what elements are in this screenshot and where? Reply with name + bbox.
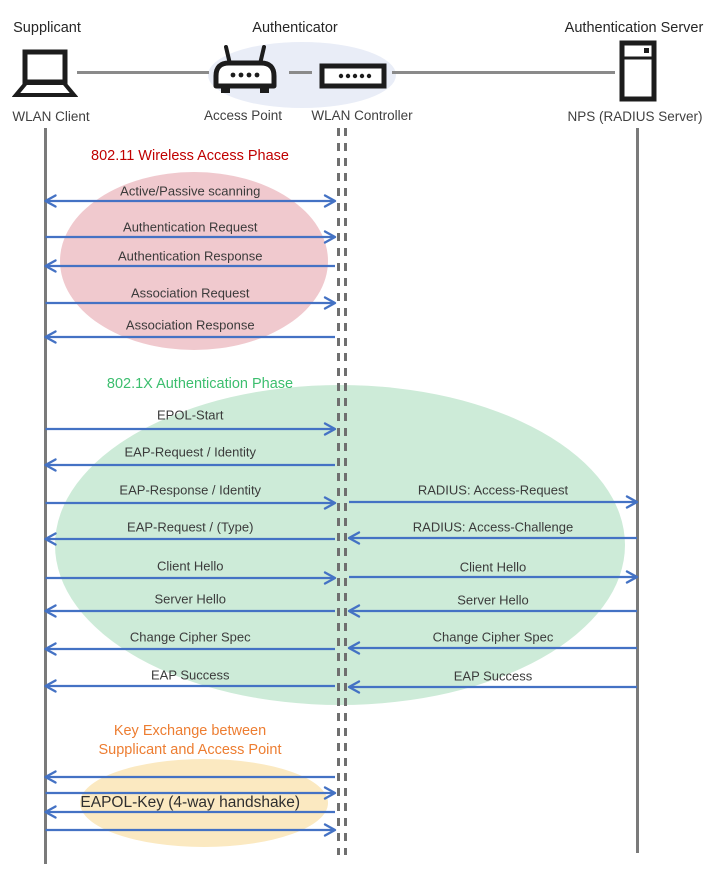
message-label: Association Request bbox=[130, 285, 250, 301]
message-label: Association Response bbox=[125, 317, 255, 333]
lifeline-authentication-server bbox=[636, 128, 639, 853]
arrowhead bbox=[44, 330, 57, 344]
arrowhead bbox=[44, 259, 57, 273]
phase-3-ellipse bbox=[80, 759, 328, 847]
phase-1-title: 802.11 Wireless Access Phase bbox=[91, 148, 289, 164]
arrowhead bbox=[323, 296, 337, 310]
node-label-access-point: Access Point bbox=[203, 108, 283, 123]
message-label: EAP-Response / Identity bbox=[119, 482, 262, 498]
role-authentication-server: Authentication Server bbox=[564, 20, 704, 36]
message-label: EPOL-Start bbox=[157, 407, 224, 423]
arrowhead bbox=[323, 230, 337, 244]
arrowhead bbox=[44, 604, 57, 618]
message-label: EAP Success bbox=[150, 667, 230, 683]
message-label: Change Cipher Spec bbox=[432, 629, 554, 645]
arrowhead bbox=[323, 194, 337, 208]
message-label: Server Hello bbox=[154, 591, 227, 607]
message-label: Server Hello bbox=[457, 592, 529, 608]
message-label: EAP Success bbox=[453, 668, 533, 684]
arrowhead bbox=[44, 532, 57, 546]
connector-ap-to-controller bbox=[289, 71, 312, 74]
lifeline-supplicant bbox=[44, 128, 47, 864]
node-label-nps-radius-server: NPS (RADIUS Server) bbox=[567, 109, 703, 124]
phase-3-title: Supplicant and Access Point bbox=[98, 742, 282, 758]
message-label: Change Cipher Spec bbox=[129, 629, 251, 645]
arrowhead bbox=[44, 679, 57, 693]
lifeline-controller-dashed-right bbox=[344, 128, 347, 855]
laptop-icon bbox=[12, 49, 78, 97]
role-authenticator: Authenticator bbox=[252, 20, 338, 36]
arrowhead bbox=[44, 642, 57, 656]
message-label: Active/Passive scanning bbox=[120, 183, 261, 199]
message-label: RADIUS: Access-Challenge bbox=[412, 519, 574, 535]
node-label-wlan-client: WLAN Client bbox=[12, 109, 90, 124]
message-label: EAP-Request / Identity bbox=[124, 444, 257, 460]
node-label-wlan-controller: WLAN Controller bbox=[311, 108, 413, 123]
message-label: EAP-Request / (Type) bbox=[127, 519, 254, 535]
phase-2-ellipse bbox=[55, 385, 625, 705]
arrowhead bbox=[323, 823, 337, 837]
connector-controller-to-server bbox=[392, 71, 615, 74]
wlan-controller-icon bbox=[319, 63, 387, 89]
message-label: Authentication Request bbox=[123, 219, 258, 235]
message-label: EAPOL-Key (4-way handshake) bbox=[80, 794, 301, 811]
message-label: Client Hello bbox=[459, 559, 527, 575]
message-label: Client Hello bbox=[157, 558, 224, 574]
message-label: Authentication Response bbox=[117, 248, 263, 264]
arrowhead bbox=[44, 458, 57, 472]
arrowhead bbox=[44, 770, 57, 784]
message-label: RADIUS: Access-Request bbox=[417, 482, 569, 498]
phase-3-title: Key Exchange between bbox=[113, 723, 267, 739]
access-point-icon bbox=[213, 45, 277, 93]
arrowhead bbox=[44, 805, 57, 819]
lifeline-controller-dashed-left bbox=[337, 128, 340, 855]
server-icon bbox=[619, 40, 657, 102]
role-supplicant: Supplicant bbox=[13, 20, 81, 36]
phase-2-title: 802.1X Authentication Phase bbox=[106, 376, 294, 392]
arrowhead bbox=[44, 194, 57, 208]
connector-client-to-ap bbox=[77, 71, 209, 74]
